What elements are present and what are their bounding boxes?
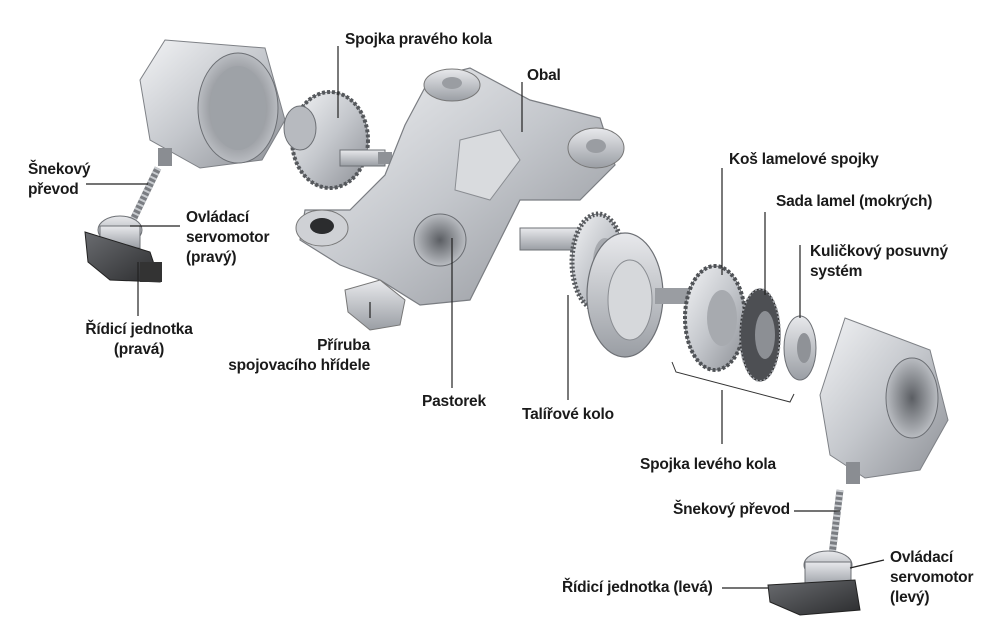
label-ridici-jednotka-prava: Řídicí jednotka (pravá) (85, 321, 193, 358)
main-housing (295, 67, 625, 331)
label-snekovy-prevod-levy: Šnekový převod (673, 501, 790, 518)
leader-lines (86, 46, 885, 589)
left-control-unit (767, 579, 861, 616)
label-spojka-praveho-kola: Spojka pravého kola (345, 31, 492, 48)
left-worm-gear (828, 489, 844, 556)
label-sada-lamel: Sada lamel (mokrých) (776, 193, 933, 210)
ball-ramp-system (783, 315, 817, 381)
left-clutch-housing (819, 317, 949, 484)
label-ovladaci-servomotor-levy: Ovládací servomotor (levý) (890, 549, 974, 606)
plate-set (739, 288, 781, 382)
right-wheel-clutch (283, 90, 392, 190)
leader-ovladaci-levy (849, 559, 885, 569)
differential-disc (586, 232, 695, 358)
right-clutch-housing (139, 39, 286, 169)
label-snekovy-prevod-pravy: Šnekový převod (28, 161, 91, 198)
right-servomotor (97, 215, 143, 249)
right-control-unit (84, 231, 162, 283)
label-kos-lamelove-spojky: Koš lamelové spojky (729, 151, 879, 168)
right-worm-gear (128, 166, 162, 224)
label-obal: Obal (527, 67, 561, 84)
label-ovladaci-servomotor-pravy: Ovládací servomotor (pravý) (186, 209, 270, 266)
clutch-basket (683, 264, 747, 372)
label-pastorek: Pastorek (422, 393, 486, 410)
label-kulickovy-posuvny-system: Kuličkový posuvný systém (810, 243, 948, 280)
label-ridici-jednotka-leva: Řídicí jednotka (levá) (562, 579, 713, 596)
label-priruba-spojovaciho-hridele: Příruba spojovacího hřídele (228, 337, 370, 374)
label-talirove-kolo: Talířové kolo (522, 406, 614, 423)
label-spojka-leveho-kola: Spojka levého kola (640, 456, 776, 473)
left-clutch-bracket (671, 361, 795, 403)
